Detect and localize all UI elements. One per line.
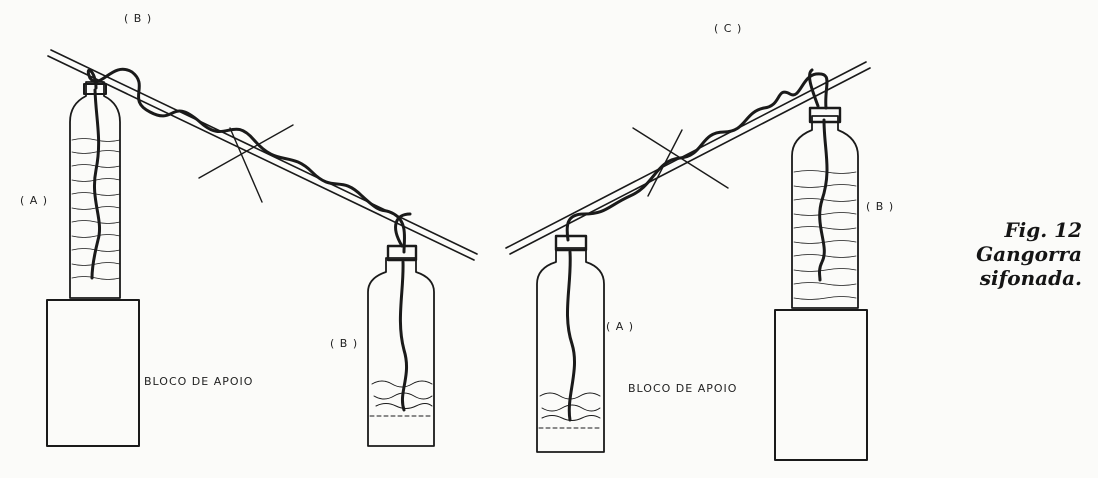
label-right-block: BLOCO DE APOIO bbox=[628, 382, 737, 395]
label-left-bottle-b: ( B ) bbox=[330, 337, 358, 350]
left-beam bbox=[47, 49, 478, 261]
right-bottle-b bbox=[791, 106, 859, 309]
label-left-top: ( B ) bbox=[124, 12, 152, 25]
right-beam bbox=[505, 61, 871, 255]
right-pivot-mark bbox=[632, 127, 729, 197]
left-support-block bbox=[46, 299, 140, 447]
label-right-bottle-b: ( B ) bbox=[866, 200, 894, 213]
left-pivot-mark bbox=[198, 124, 294, 203]
right-support-block bbox=[774, 309, 868, 461]
caption-line-1: Fig. 12 bbox=[1004, 218, 1082, 242]
labels: ( B ) ( A ) ( B ) BLOCO DE APOIO ( C ) (… bbox=[20, 12, 894, 395]
left-bottle-b bbox=[367, 212, 435, 447]
left-panel bbox=[46, 49, 478, 447]
right-siphon-hose bbox=[565, 72, 829, 242]
label-left-block: BLOCO DE APOIO bbox=[144, 375, 253, 388]
left-siphon-hose bbox=[86, 68, 407, 254]
caption-line-3: sifonada. bbox=[979, 266, 1082, 290]
label-right-bottle-a: ( A ) bbox=[606, 320, 634, 333]
caption-line-2: Gangorra bbox=[976, 242, 1082, 266]
left-bottle-a bbox=[69, 81, 121, 299]
figure-caption: Fig. 12 Gangorra sifonada. bbox=[962, 218, 1082, 290]
label-right-top: ( C ) bbox=[714, 22, 742, 35]
right-bottle-a bbox=[536, 234, 605, 453]
label-left-bottle-a: ( A ) bbox=[20, 194, 48, 207]
right-panel bbox=[505, 61, 871, 461]
